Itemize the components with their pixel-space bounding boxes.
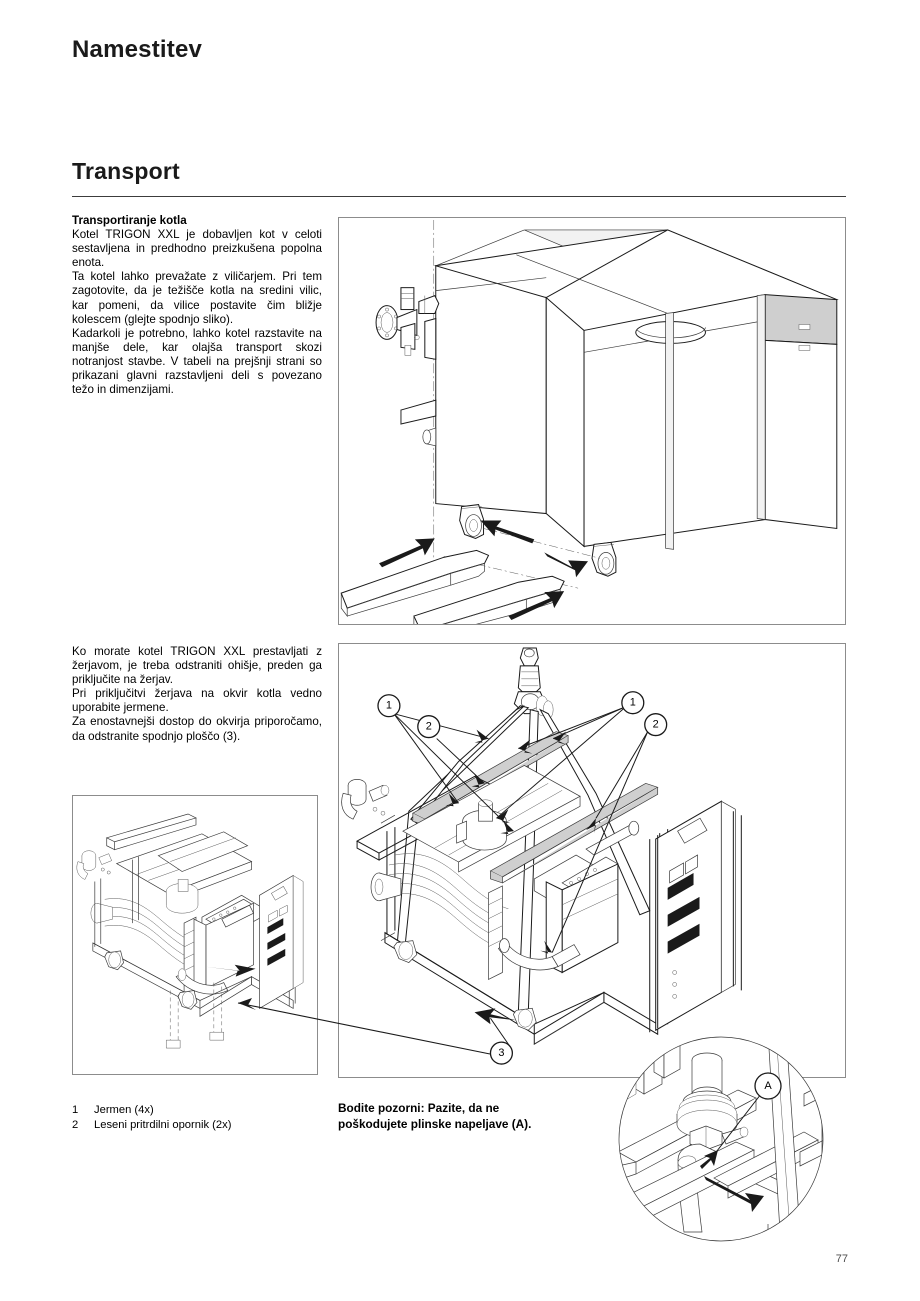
svg-text:2: 2 xyxy=(653,719,659,731)
paragraph: Za enostavnejši dostop do okvirja pripor… xyxy=(72,715,322,743)
castor-wheels xyxy=(459,504,617,577)
header-pipework xyxy=(375,287,440,360)
callout-2-right: 2 xyxy=(644,713,668,737)
paragraph: Kotel TRIGON XXL je dobavljen kot v celo… xyxy=(72,228,322,270)
callout-3: 3 xyxy=(489,1041,514,1065)
svg-text:3: 3 xyxy=(498,1047,504,1059)
callout-leaders xyxy=(393,706,649,953)
paragraph: Kadarkoli je potrebno, lahko kotel razst… xyxy=(72,326,322,397)
section-divider xyxy=(72,196,846,197)
svg-text:1: 1 xyxy=(630,697,636,709)
legend-number: 1 xyxy=(72,1104,79,1116)
front-flange xyxy=(370,872,402,902)
boiler-frame-illustration xyxy=(76,813,304,1049)
figure-forklift-transport xyxy=(338,217,846,625)
svg-text:1: 1 xyxy=(386,700,392,712)
castor-wheels xyxy=(393,940,537,1031)
page-number: 77 xyxy=(835,1253,848,1265)
crane-lift-illustration: 1 1 2 2 xyxy=(341,647,742,1065)
figure-crane-lifting: 1 1 2 2 xyxy=(338,643,846,1078)
callout-1-right: 1 xyxy=(621,691,645,715)
legend-label: Leseni pritrdilni opornik (2x) xyxy=(94,1118,232,1131)
crane-hook xyxy=(517,647,541,693)
svg-text:2: 2 xyxy=(426,721,432,733)
callout-1-left: 1 xyxy=(377,694,401,718)
detail-circle-outline xyxy=(618,1036,824,1242)
callout-2-left: 2 xyxy=(417,715,441,739)
paragraph: Ko morate kotel TRIGON XXL prestavljati … xyxy=(72,645,322,687)
body-text-block-2: Ko morate kotel TRIGON XXL prestavljati … xyxy=(72,645,322,744)
left-header-pipes xyxy=(341,779,390,820)
detail-contents xyxy=(619,1037,823,1241)
svg-text:A: A xyxy=(764,1080,772,1092)
gas-pipe xyxy=(497,938,581,971)
legend-label: Jermen (4x) xyxy=(94,1104,154,1116)
figure-frame-casing-removed xyxy=(72,795,318,1075)
body-text-block-1: Transportiranje kotla Kotel TRIGON XXL j… xyxy=(72,214,322,397)
callout-a-leader xyxy=(709,1093,762,1161)
callout-A: A xyxy=(754,1072,782,1100)
callout-arrowheads xyxy=(445,729,596,954)
page-title: Namestitev xyxy=(72,36,203,63)
boiler-cabinet-illustration xyxy=(340,219,839,624)
burner-module xyxy=(533,854,619,974)
warning-caption: Bodite pozorni: Pazite, da ne poškodujet… xyxy=(338,1101,628,1132)
control-panel xyxy=(649,800,742,1033)
subheading-transport: Transportiranje kotla xyxy=(72,214,187,227)
legend-number: 2 xyxy=(72,1118,79,1131)
paragraph: Ta kotel lahko prevažate z viličarjem. P… xyxy=(72,270,322,326)
paragraph: Pri priključitvi žerjava na okvir kotla … xyxy=(72,687,322,715)
fan-assembly xyxy=(456,799,507,851)
warning-line-1: Bodite pozorni: Pazite, da ne xyxy=(338,1101,500,1115)
direction-arrows xyxy=(379,520,589,621)
section-title: Transport xyxy=(72,158,180,184)
warning-line-2: poškodujete plinske napeljave (A). xyxy=(338,1116,532,1131)
figure-legend: 1 Jermen (4x) 2 Leseni pritrdilni oporni… xyxy=(72,1103,332,1132)
legend-item: 1 Jermen (4x) xyxy=(72,1103,332,1118)
figure-detail-gas-connection: A xyxy=(618,1032,848,1247)
legend-item: 2 Leseni pritrdilni opornik (2x) xyxy=(72,1118,332,1133)
